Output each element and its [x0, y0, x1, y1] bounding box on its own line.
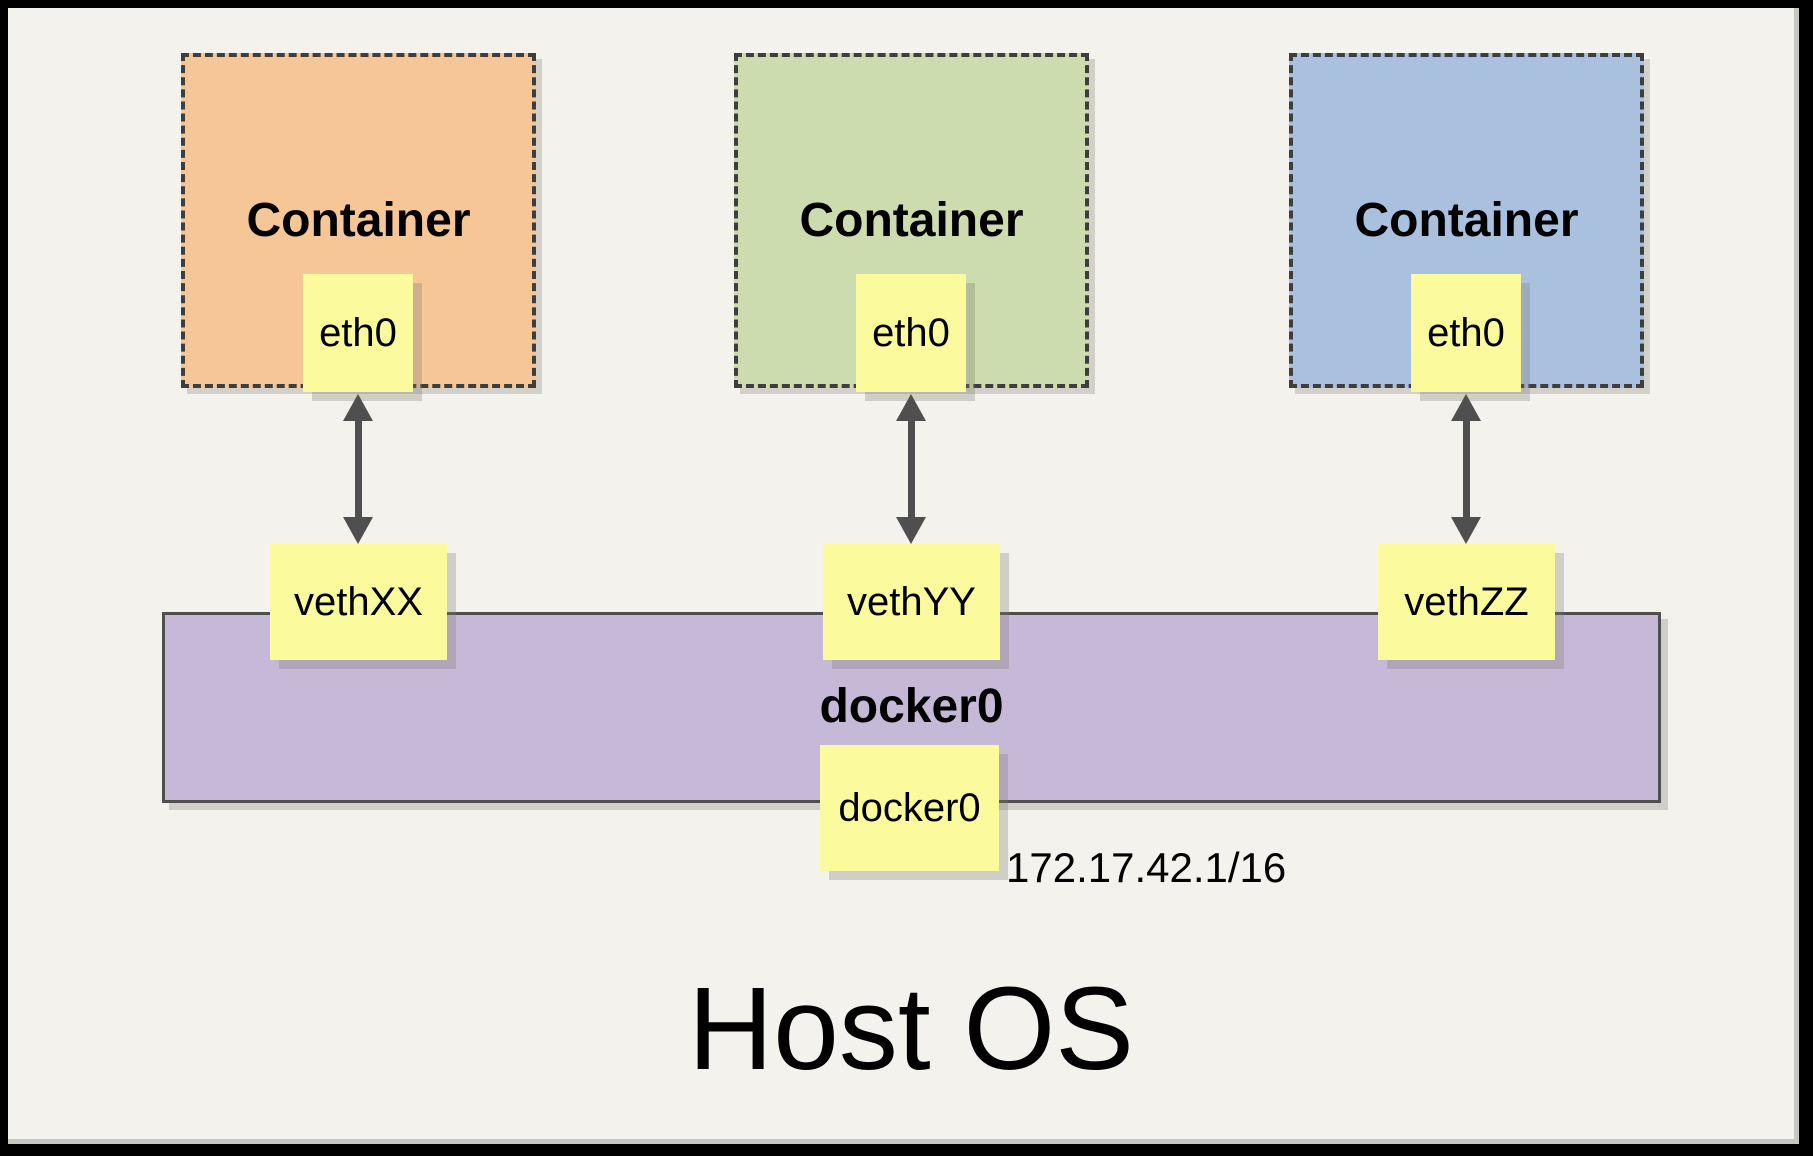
container-title-3: Container	[1354, 194, 1579, 247]
eth0-interface-box-2: eth0	[856, 274, 966, 392]
eth0-label-1: eth0	[319, 310, 397, 355]
container-title-2: Container	[799, 194, 1024, 247]
eth0-interface-box-1: eth0	[303, 274, 413, 392]
host-os-panel: Container eth0 vethXX Container eth0 vet…	[8, 8, 1799, 1144]
veth-label-1: vethXX	[294, 579, 423, 624]
eth0-interface-box-3: eth0	[1411, 274, 1521, 392]
veth-label-2: vethYY	[847, 579, 976, 624]
container-title-1: Container	[246, 194, 471, 247]
eth0-label-2: eth0	[872, 310, 950, 355]
arrow-up-head-icon	[343, 394, 373, 421]
arrow-down-head-icon	[1451, 517, 1481, 544]
arrow-down-head-icon	[896, 517, 926, 544]
veth-connection-arrow-2	[894, 394, 928, 544]
arrow-up-head-icon	[1451, 394, 1481, 421]
veth-label-3: vethZZ	[1404, 579, 1529, 624]
bridge-ip-label: 172.17.42.1/16	[1006, 844, 1287, 891]
arrow-shaft	[1462, 418, 1470, 520]
veth-interface-box-2: vethYY	[823, 544, 1000, 660]
docker0-interface-label: docker0	[838, 785, 981, 830]
veth-connection-arrow-1	[341, 394, 375, 544]
arrow-shaft	[354, 418, 362, 520]
arrow-up-head-icon	[896, 394, 926, 421]
eth0-label-3: eth0	[1427, 310, 1505, 355]
host-os-label: Host OS	[688, 963, 1134, 1095]
veth-interface-box-3: vethZZ	[1378, 544, 1555, 660]
veth-interface-box-1: vethXX	[270, 544, 447, 660]
arrow-shaft	[907, 418, 915, 520]
docker0-bridge-label: docker0	[819, 680, 1004, 733]
docker0-interface-box: docker0	[820, 745, 999, 871]
arrow-down-head-icon	[343, 517, 373, 544]
veth-connection-arrow-3	[1449, 394, 1483, 544]
